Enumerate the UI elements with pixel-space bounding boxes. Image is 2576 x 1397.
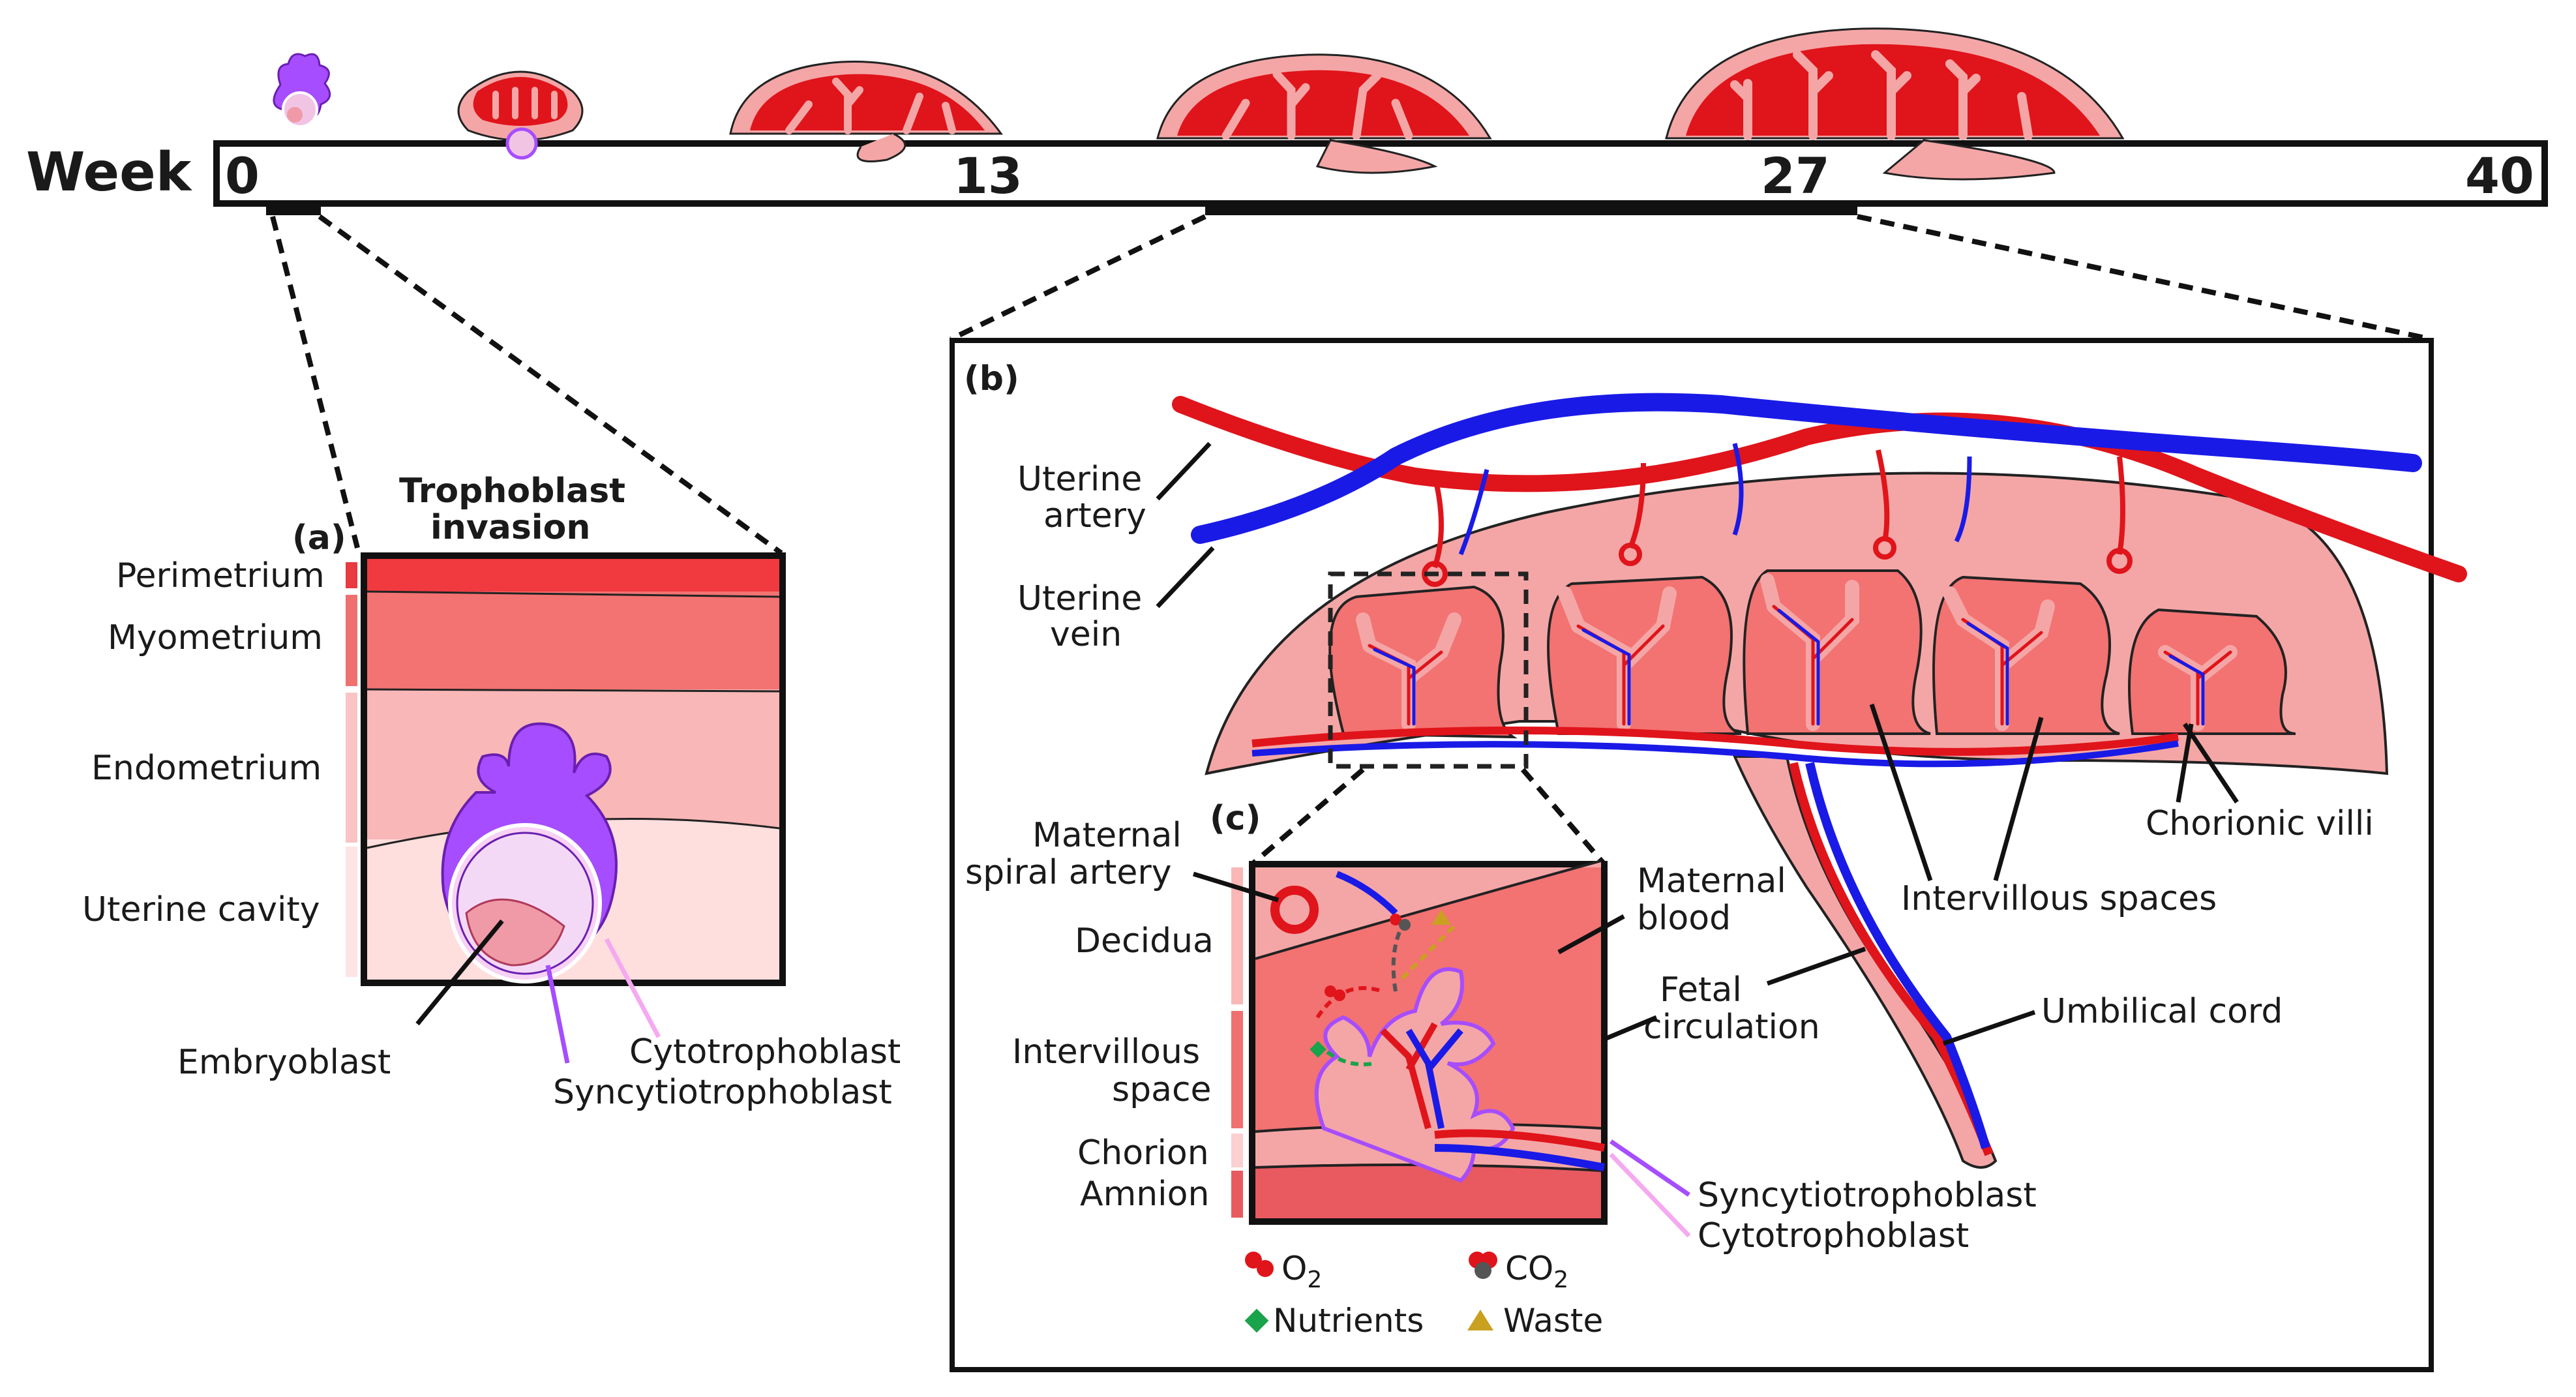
pointer-uterine-vein	[1156, 546, 1215, 608]
stage-icon-week10	[729, 61, 1003, 162]
label-umbilical-cord: Umbilical cord	[2041, 992, 2283, 1031]
panel-a-title-line1: Trophoblast	[399, 472, 625, 511]
chorionic-villi-trees	[1356, 573, 2238, 731]
legend: O2 CO2 Nutrients Waste	[1244, 1250, 1603, 1340]
label-spiral-artery-2: spiral artery	[965, 853, 1172, 892]
label-endometrium: Endometrium	[91, 749, 322, 788]
layer-myometrium	[367, 592, 779, 689]
label-maternal-blood-2: blood	[1637, 899, 1731, 938]
label-intervillous-1: Intervillous	[1012, 1032, 1200, 1072]
label-perimetrium: Perimetrium	[116, 556, 325, 595]
legend-nutrients: Nutrients	[1273, 1302, 1424, 1340]
panel-c-tag: (c)	[1210, 799, 1261, 838]
timeline: Week 0 13 27 40	[26, 27, 2548, 215]
marker-myometrium	[346, 595, 357, 686]
label-uterine-vein-2: vein	[1050, 615, 1122, 654]
co2-icon	[1469, 1252, 1497, 1279]
legend-o2: O2	[1281, 1250, 1322, 1293]
marker-uterine-cavity	[346, 847, 357, 977]
spiral-arteries	[1422, 449, 2133, 587]
label-maternal-blood-1: Maternal	[1637, 862, 1786, 901]
label-myometrium: Myometrium	[108, 618, 323, 657]
pointer-c-syncytiotrophoblast	[1610, 1139, 1690, 1197]
timeline-tick-0: 0	[225, 147, 260, 205]
nutrients-icon	[1244, 1308, 1269, 1333]
label-uterine-artery-1: Uterine	[1017, 460, 1142, 499]
spiral-artery-icon	[1270, 886, 1319, 934]
timeline-segment-a	[266, 206, 321, 215]
label-decidua: Decidua	[1075, 922, 1214, 961]
intervillous-space-compartments	[1328, 569, 2296, 739]
timeline-title: Week	[26, 142, 193, 203]
label-c-syncytiotrophoblast: Syncytiotrophoblast	[1698, 1176, 2037, 1215]
legend-co2: CO2	[1505, 1250, 1568, 1293]
pointer-cytotrophoblast	[604, 938, 661, 1038]
marker-perimetrium	[346, 562, 357, 588]
pointer-c-cytotrophoblast	[1609, 1152, 1691, 1238]
pointer-syncytiotrophoblast	[545, 965, 570, 1064]
label-fetal-circulation-1: Fetal	[1660, 970, 1742, 1010]
marker-decidua	[1231, 867, 1243, 1004]
timeline-tick-13: 13	[953, 147, 1023, 205]
decidua-region	[1255, 861, 1601, 959]
legend-waste: Waste	[1503, 1302, 1603, 1340]
panel-a-tag: (a)	[292, 518, 346, 558]
o2-icon	[1245, 1252, 1274, 1277]
marker-endometrium	[346, 693, 357, 843]
stage-icon-week4	[457, 70, 584, 160]
label-syncytiotrophoblast: Syncytiotrophoblast	[553, 1073, 892, 1112]
label-amnion: Amnion	[1080, 1175, 1209, 1214]
panel-c: (c) M	[965, 799, 2037, 1255]
blastocyst	[441, 722, 618, 984]
chorionic-plate-vein	[1251, 740, 2179, 768]
zoom-box-c	[1328, 571, 1529, 769]
label-chorionic-villi: Chorionic villi	[2146, 804, 2374, 843]
panel-a-title-line2: invasion	[430, 508, 590, 547]
waste-icon	[1467, 1310, 1493, 1330]
label-chorion: Chorion	[1077, 1134, 1209, 1173]
chorionic-plate-artery	[1251, 727, 2179, 756]
label-fetal-circulation-2: circulation	[1643, 1008, 1820, 1047]
label-uterine-vein-1: Uterine	[1017, 579, 1142, 618]
timeline-tick-27: 27	[1761, 147, 1830, 205]
label-uterine-cavity: Uterine cavity	[82, 890, 320, 929]
label-c-cytotrophoblast: Cytotrophoblast	[1698, 1216, 1969, 1255]
marker-intervillous-space	[1231, 1011, 1243, 1128]
marker-amnion	[1231, 1171, 1243, 1218]
layer-perimetrium	[367, 559, 779, 592]
panel-b: (b)	[950, 338, 2467, 1372]
label-intervillous-spaces: Intervillous spaces	[1901, 879, 2217, 918]
marker-chorion	[1231, 1134, 1243, 1167]
panel-b-tag: (b)	[964, 359, 1019, 398]
embryoblast-shape	[465, 898, 565, 967]
timeline-tick-40: 40	[2465, 147, 2534, 205]
label-embryoblast: Embryoblast	[177, 1043, 391, 1082]
label-cytotrophoblast: Cytotrophoblast	[629, 1032, 901, 1072]
uterine-vein	[1191, 393, 2422, 544]
stage-icon-week0	[273, 53, 331, 128]
timeline-segment-b	[1205, 206, 1857, 215]
label-uterine-artery-2: artery	[1043, 496, 1146, 535]
stage-icon-week20	[1156, 53, 1492, 174]
label-intervillous-2: space	[1112, 1070, 1212, 1109]
stage-icon-week30	[1665, 27, 2125, 181]
pointer-uterine-artery	[1156, 442, 1212, 501]
pointer-embryoblast	[415, 919, 504, 1026]
amnion-region	[1255, 1165, 1601, 1218]
label-spiral-artery-1: Maternal	[1032, 816, 1182, 855]
zoom-lines	[270, 214, 2432, 556]
panel-a: (a) Trophoblast invasion Perimetrium Myo…	[82, 472, 901, 1112]
